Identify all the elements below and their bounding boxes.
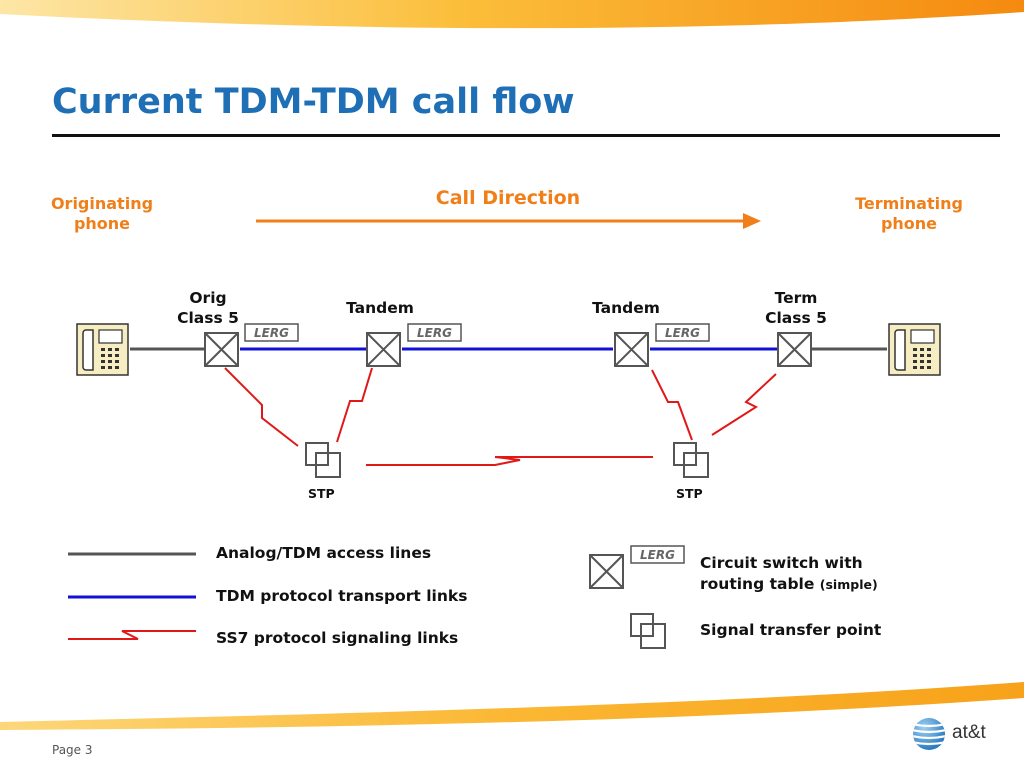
legend-ss7-text: SS7 protocol signaling links	[216, 629, 459, 647]
originating-phone-icon	[76, 323, 129, 376]
legend-analog-text: Analog/TDM access lines	[216, 544, 432, 562]
ss7-link-tandem-stp-left	[336, 367, 373, 443]
stp-left-icon	[305, 442, 341, 478]
tandem-right-label: Tandem	[592, 299, 660, 317]
call-direction-arrow	[256, 213, 761, 229]
originating-phone-label: Originating phone	[50, 194, 154, 233]
legend-circuit-switch-text: Circuit switch with routing table (simpl…	[700, 554, 878, 593]
legend-tdm-text: TDM protocol transport links	[216, 587, 468, 605]
ss7-link-stp-stp	[366, 456, 653, 466]
lerg-tag-tandem-right-text: LERG	[665, 326, 700, 340]
legend-ss7-line	[68, 630, 196, 640]
switch-tandem-left	[366, 332, 401, 367]
switch-orig-class5	[204, 332, 239, 367]
legend-lerg-tag-text: LERG	[640, 548, 675, 562]
ss7-link-orig-stp	[224, 367, 299, 447]
stp-left-label: STP	[308, 486, 335, 501]
ss7-link-term-stp	[711, 373, 777, 436]
page-number: Page 3	[52, 743, 93, 757]
page-title: Current TDM-TDM call flow	[52, 82, 575, 122]
legend-lerg-tag: LERG	[630, 545, 685, 564]
switch-term-class5	[777, 332, 812, 367]
stp-right-icon	[673, 442, 709, 478]
att-wordmark: at&t	[952, 722, 986, 743]
terminating-phone-label: Terminating phone	[855, 194, 963, 233]
legend-stp-icon	[630, 613, 666, 649]
call-direction-label: Call Direction	[435, 187, 581, 209]
top-banner	[0, 0, 1024, 29]
term-class5-label: Term Class 5	[765, 289, 827, 327]
lerg-tag-orig-text: LERG	[254, 326, 289, 340]
globe-icon	[913, 718, 945, 750]
lerg-tag-tandem-left-text: LERG	[417, 326, 452, 340]
switch-tandem-right	[614, 332, 649, 367]
tandem-left-label: Tandem	[346, 299, 414, 317]
lerg-tag-tandem-right: LERG	[655, 323, 710, 342]
terminating-phone-icon	[888, 323, 941, 376]
att-logo: at&t	[912, 716, 1016, 752]
lerg-tag-tandem-left: LERG	[407, 323, 462, 342]
title-divider	[52, 134, 1000, 137]
legend-circuit-switch-icon	[589, 554, 624, 589]
legend-stp-text: Signal transfer point	[700, 621, 882, 639]
orig-class5-label: Orig Class 5	[177, 289, 239, 327]
ss7-link-tandem-stp-right	[651, 369, 693, 441]
stp-right-label: STP	[676, 486, 703, 501]
bottom-banner	[0, 682, 1024, 730]
lerg-tag-orig: LERG	[244, 323, 299, 342]
